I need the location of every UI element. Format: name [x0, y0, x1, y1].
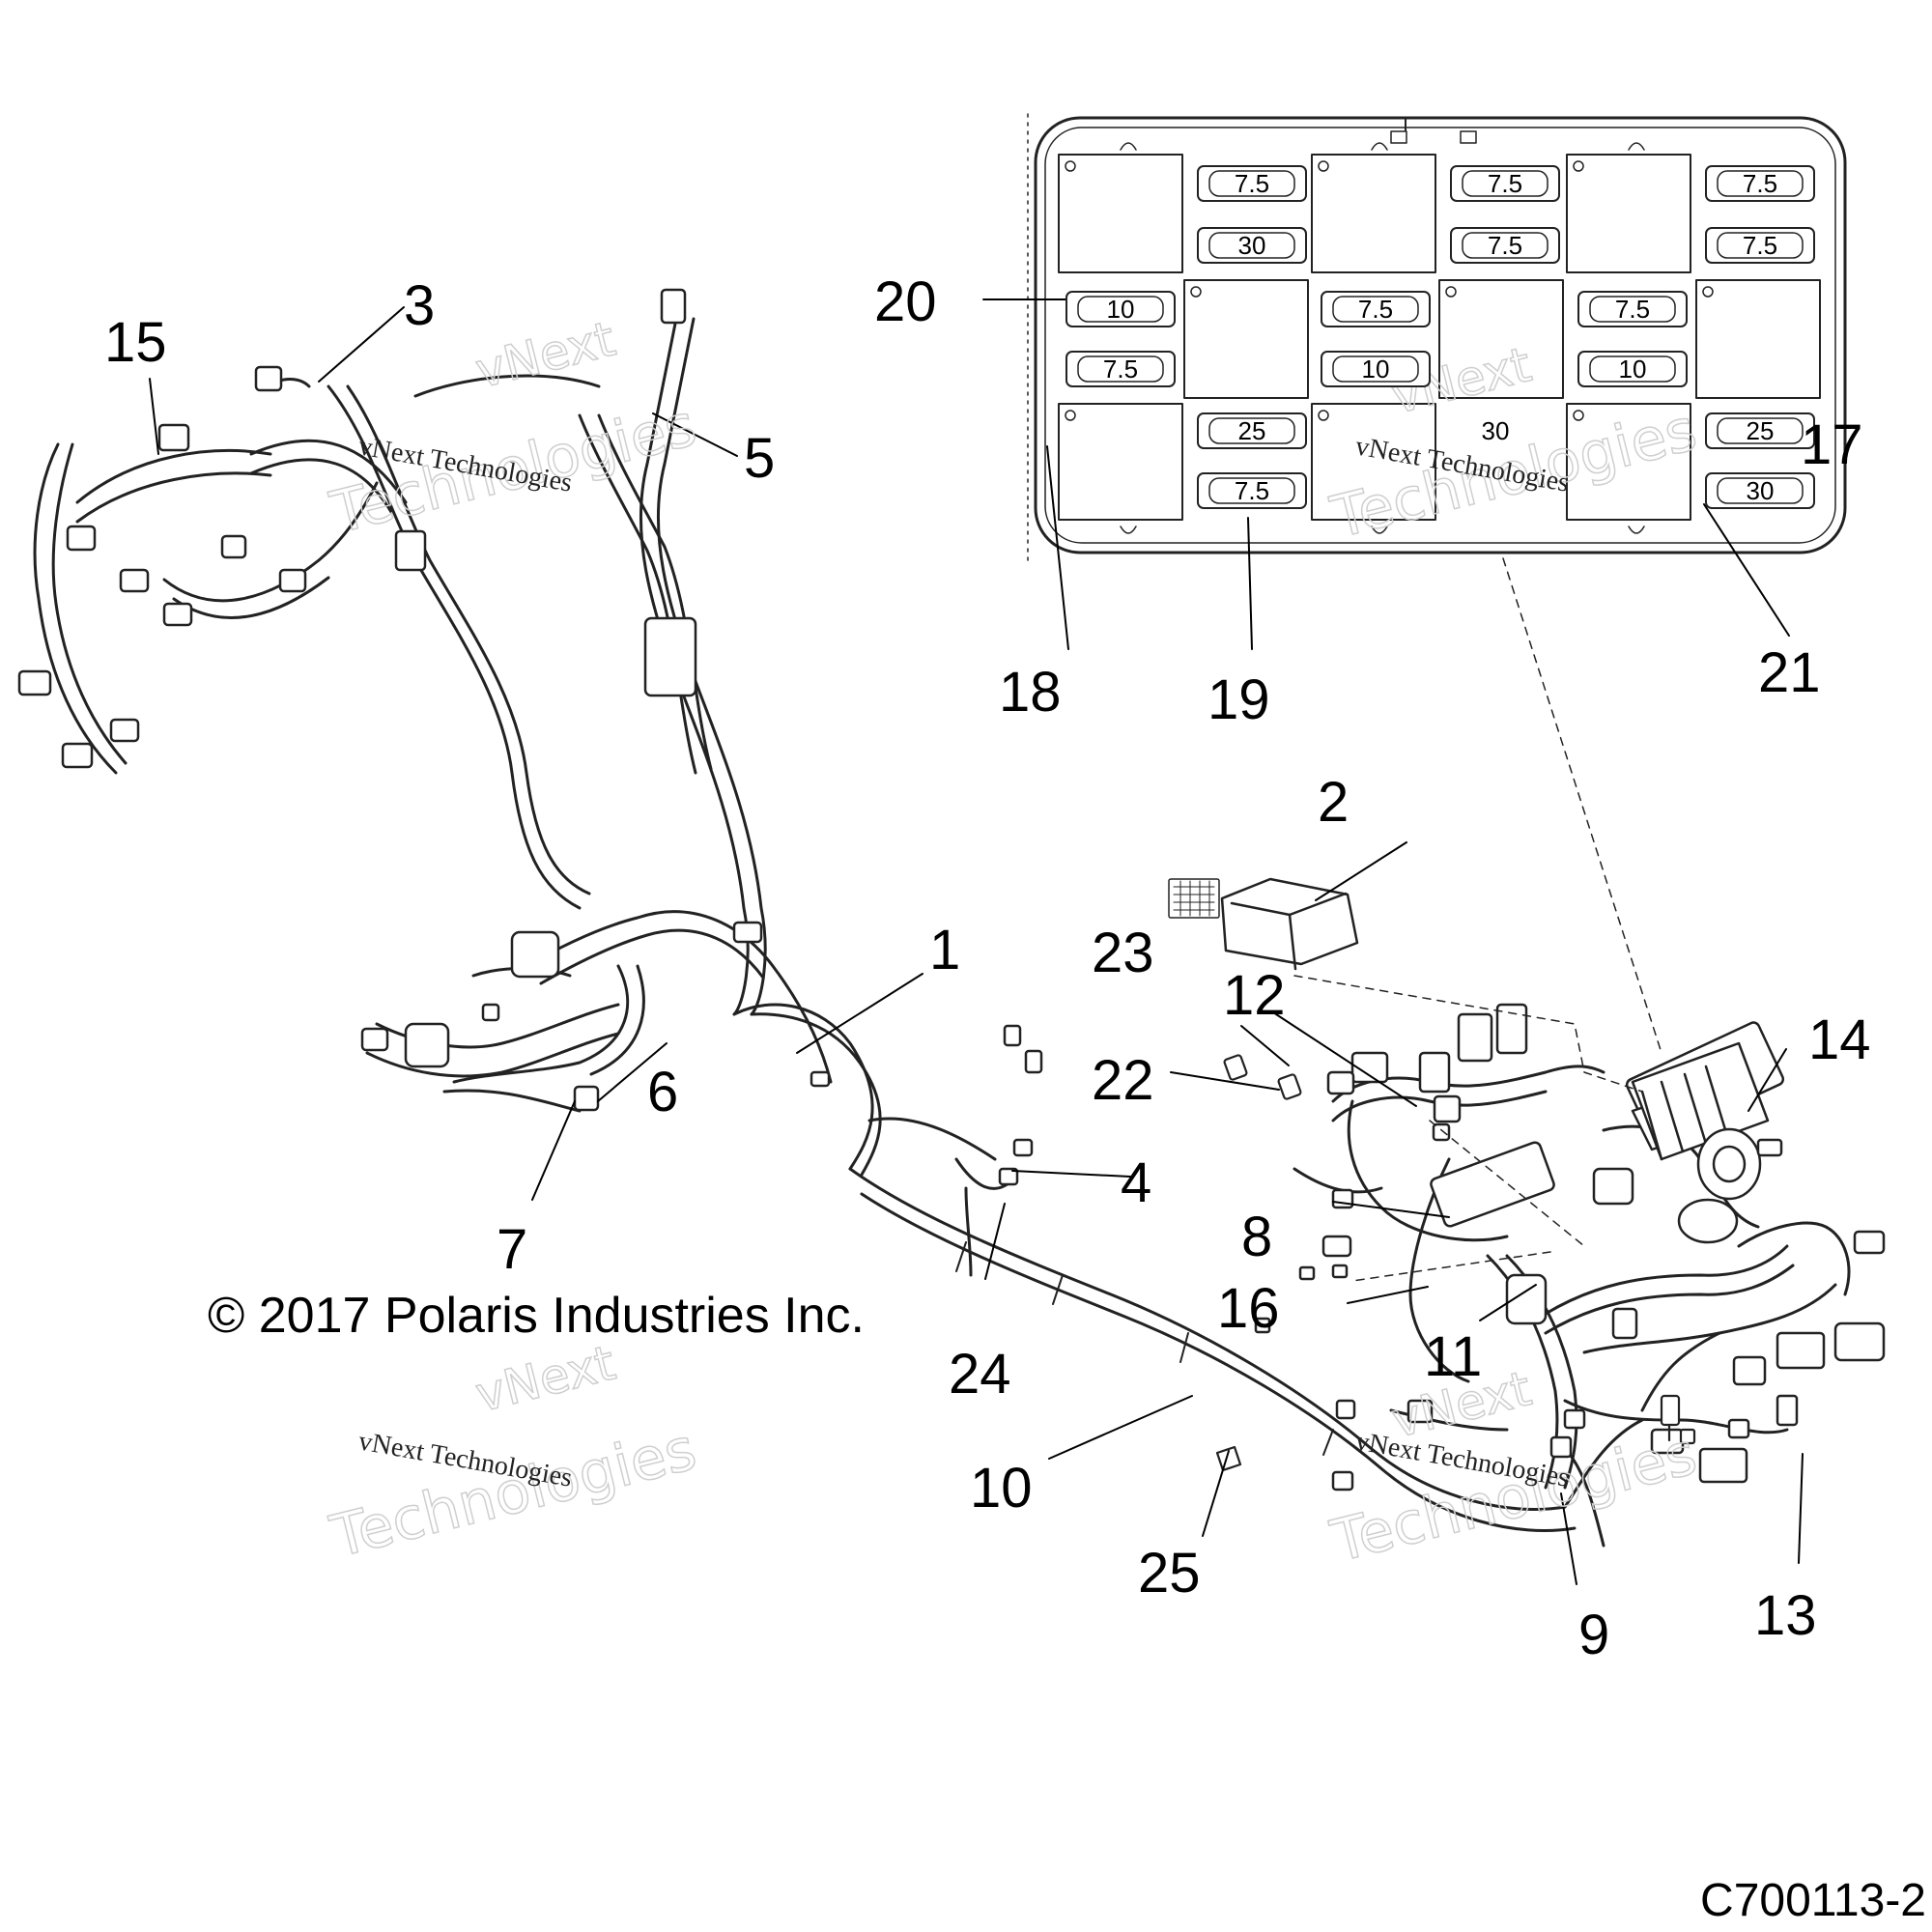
fuse-rating: 7.5: [1743, 169, 1777, 198]
fuse-rating: 30: [1482, 416, 1510, 445]
fuse-rating: 7.5: [1235, 476, 1269, 505]
fuse-box: [1027, 113, 1847, 561]
fuse: 7.5: [1321, 291, 1431, 327]
small-parts: [1215, 1054, 1696, 1472]
fuse-rating: 10: [1362, 355, 1390, 384]
fuse: 10: [1065, 291, 1176, 327]
fuse: 7.5: [1450, 227, 1560, 264]
callout-1: 1: [929, 919, 960, 981]
fuse-rating: 7.5: [1358, 295, 1393, 324]
fuse-box-cover: [1168, 877, 1359, 971]
fuse-rating: 10: [1107, 295, 1135, 324]
callout-14: 14: [1808, 1009, 1871, 1071]
watermark-line1: vNext: [470, 1335, 621, 1424]
fuse-rating: 7.5: [1488, 231, 1522, 260]
fuse: 7.5: [1705, 227, 1815, 264]
callout-18: 18: [999, 661, 1062, 724]
fuse: 10: [1321, 351, 1431, 387]
fuse-rating: 10: [1619, 355, 1647, 384]
callout-21: 21: [1758, 641, 1821, 704]
fuse: 30: [1197, 227, 1307, 264]
fuse-rating: 25: [1238, 416, 1266, 445]
fuse: 25: [1705, 412, 1815, 449]
fuse: 7.5: [1450, 165, 1560, 202]
callout-16: 16: [1217, 1277, 1280, 1340]
fuse-rating: 7.5: [1615, 295, 1650, 324]
callout-2: 2: [1318, 771, 1349, 834]
fuse: 7.5: [1197, 472, 1307, 509]
callout-17: 17: [1801, 413, 1863, 476]
callout-11: 11: [1424, 1325, 1482, 1388]
callout-24: 24: [949, 1343, 1011, 1406]
assembly-lines: [1293, 557, 1662, 1282]
fuse: 7.5: [1197, 165, 1307, 202]
callout-12: 12: [1223, 964, 1286, 1027]
fuse: 7.5: [1577, 291, 1688, 327]
fuse: 30: [1705, 472, 1815, 509]
callout-7: 7: [497, 1218, 527, 1281]
callout-3: 3: [404, 274, 435, 337]
fuse-rating: 30: [1747, 476, 1775, 505]
fuse-rating: 7.5: [1743, 231, 1777, 260]
callout-8: 8: [1241, 1206, 1272, 1268]
callout-19: 19: [1208, 668, 1270, 731]
power-distribution-module: [1631, 1041, 1783, 1244]
callout-6: 6: [647, 1061, 678, 1123]
callout-labels: 1 2 3 4 5 6 7 8 9 10 11 12 13 14 15 16 1…: [104, 270, 1871, 1666]
callout-5: 5: [744, 427, 775, 490]
connectors-right: [1003, 1003, 1886, 1492]
callout-22: 22: [1092, 1049, 1154, 1112]
copyright-text: © 2017 Polaris Industries Inc.: [208, 1288, 865, 1344]
fuse-rating: 25: [1747, 416, 1775, 445]
callout-9: 9: [1578, 1604, 1609, 1666]
fuse: 25: [1197, 412, 1307, 449]
callout-10: 10: [970, 1457, 1033, 1520]
fuse-rating: 30: [1238, 231, 1266, 260]
leader-lines: [149, 298, 1804, 1585]
callout-4: 4: [1121, 1151, 1151, 1214]
fuse-rating: 7.5: [1235, 169, 1269, 198]
fuse-labels: 7.5 30 7.5 7.5 7.5 7.5 10 7.5 7.5 10 7.5 10 25 7.5 25 3…: [1065, 165, 1815, 509]
callout-23: 23: [1092, 922, 1154, 984]
fuse: 10: [1577, 351, 1688, 387]
fuse: 7.5: [1705, 165, 1815, 202]
connectors-left: [17, 288, 1034, 1186]
callout-20: 20: [874, 270, 937, 333]
fuse-rating: 7.5: [1103, 355, 1138, 384]
callout-15: 15: [104, 311, 167, 374]
callout-13: 13: [1754, 1584, 1817, 1647]
callout-25: 25: [1138, 1542, 1201, 1605]
figure-id: C700113-2: [1700, 1875, 1926, 1926]
fuse-rating: 7.5: [1488, 169, 1522, 198]
fuse: 7.5: [1065, 351, 1176, 387]
